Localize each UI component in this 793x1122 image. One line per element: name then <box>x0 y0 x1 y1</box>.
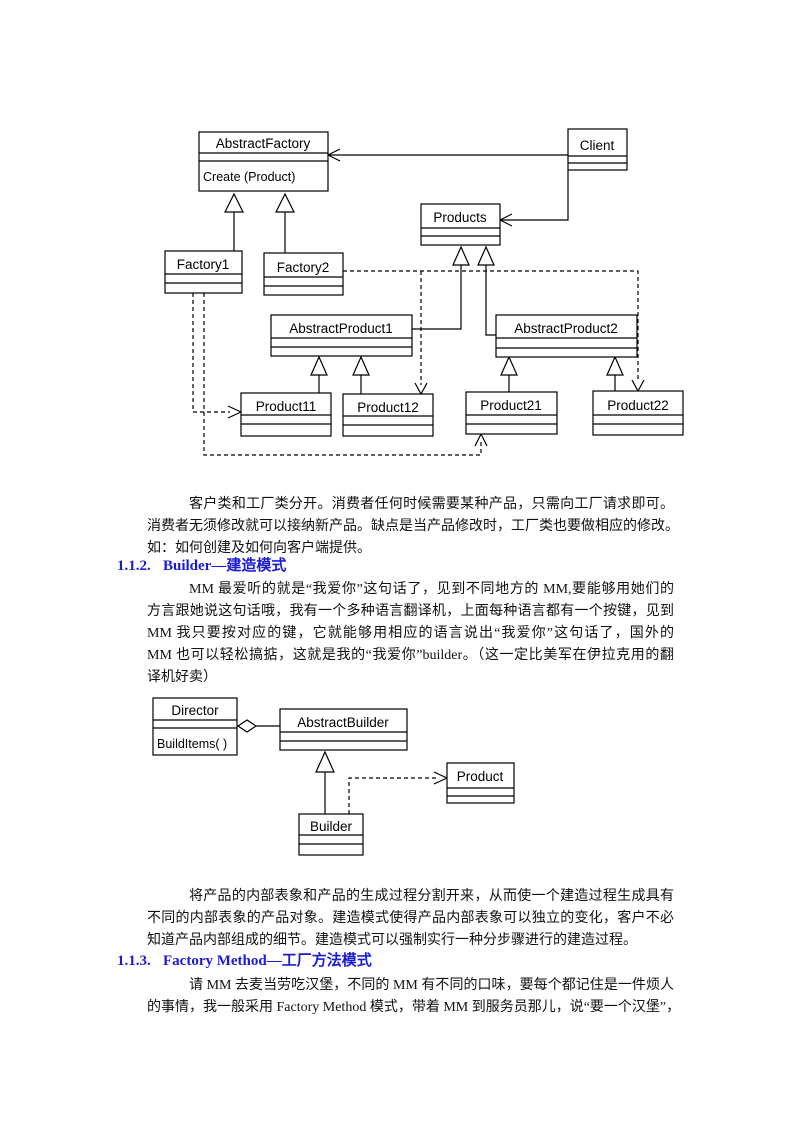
uml-diagram-abstract-factory: AbstractFactory Create (Product) Client … <box>164 128 684 456</box>
text-line: 的事情，我一般采用 Factory Method 模式，带着 MM 到服务员那儿… <box>147 1000 681 1015</box>
class-name-label: Products <box>433 210 487 225</box>
class-name-label: AbstractFactory <box>216 136 311 151</box>
heading-factory-method-pattern: 1.1.3. Factory Method—工厂方法模式 <box>117 950 372 972</box>
class-box-product11: Product11 <box>240 392 332 437</box>
class-method-label: Create (Product) <box>203 170 295 184</box>
class-name-label: Product12 <box>357 400 419 415</box>
paragraph-builder-summary: 将产品的内部表象和产品的生成过程分割开来，从而使一个建造过程生成具有 不同的内部… <box>147 886 674 952</box>
class-box-products: Products <box>420 203 501 246</box>
text-line: 方言跟她说这句话哦，我有一个多种语言翻译机，上面每种语言都有一个按键，见到 <box>147 604 674 619</box>
class-name-label: AbstractBuilder <box>297 715 389 730</box>
heading-number: 1.1.2. <box>117 558 151 574</box>
class-box-client: Client <box>567 128 628 171</box>
dependency-builder-product <box>348 771 448 814</box>
heading-builder-pattern: 1.1.2. Builder—建造模式 <box>117 555 286 577</box>
class-name-label: Product <box>457 769 504 784</box>
dependency-factory1-product21 <box>203 293 488 456</box>
class-box-builder: Builder <box>298 813 364 856</box>
paragraph-builder-story: MM 最爱听的就是“我爱你”这句话了，见到不同地方的 MM,要能够用她们的 方言… <box>147 579 674 689</box>
class-box-director: Director BuildItems( ) <box>152 697 238 756</box>
class-name-label: Product22 <box>607 398 669 413</box>
text-line: MM 最爱听的就是“我爱你”这句话了，见到不同地方的 MM,要能够用她们的 <box>189 582 674 597</box>
association-client-abstractfactory <box>327 148 568 162</box>
class-name-label: AbstractProduct2 <box>514 321 618 336</box>
class-name-label: Factory2 <box>277 260 330 275</box>
class-method-label: BuildItems( ) <box>157 737 227 751</box>
class-name-label: Director <box>171 703 219 718</box>
text-line: 消费者无须修改就可以接纳新产品。缺点是当产品修改时，工厂类也要做相应的修改。 <box>147 519 679 534</box>
generalization-builder-abstractbuilder <box>315 750 335 814</box>
uml-diagram-builder: Director BuildItems( ) AbstractBuilder P… <box>152 697 515 856</box>
generalization-product21-abstractproduct2 <box>500 355 518 392</box>
generalization-product11-abstractproduct1 <box>310 355 328 393</box>
association-client-products <box>499 170 569 227</box>
class-box-product12: Product12 <box>342 393 434 437</box>
text-line: MM 我只要按对应的键，它就能够用相应的语言说出“我爱你”这句话了，国外的 <box>147 626 674 641</box>
text-line: 译机好卖） <box>147 670 217 685</box>
class-box-product22: Product22 <box>592 390 684 436</box>
class-box-abstract-factory: AbstractFactory Create (Product) <box>198 131 329 192</box>
text-line: 不同的内部表象的产品对象。建造模式使得产品内部表象可以独立的变化，客户不必 <box>147 911 674 926</box>
class-name-label: Builder <box>310 819 353 834</box>
class-name-label: Product21 <box>480 398 542 413</box>
class-box-factory2: Factory2 <box>263 252 344 296</box>
class-box-product21: Product21 <box>465 391 558 435</box>
class-box-abstract-product2: AbstractProduct2 <box>495 314 638 358</box>
paragraph-factory-method-story: 请 MM 去麦当劳吃汉堡，不同的 MM 有不同的口味，要每个都记住是一件烦人 的… <box>147 975 681 1019</box>
class-box-product: Product <box>446 762 515 804</box>
generalization-abstractproduct1-products <box>412 245 470 330</box>
generalization-product22-abstractproduct2 <box>606 355 624 391</box>
dependency-factory2-product22 <box>343 270 645 392</box>
aggregation-director-abstractbuilder <box>236 719 280 733</box>
dependency-factory1-product11 <box>192 293 242 419</box>
text-line: 如：如何创建及如何向客户端提供。 <box>147 541 371 556</box>
class-box-factory1: Factory1 <box>164 250 243 294</box>
paragraph-abstract-factory-summary: 客户类和工厂类分开。消费者任何时候需要某种产品，只需向工厂请求即可。 消费者无须… <box>147 494 679 560</box>
class-name-label: Product11 <box>256 399 317 414</box>
generalization-abstractproduct2-products <box>477 245 496 336</box>
heading-number: 1.1.3. <box>117 953 151 969</box>
class-name-label: AbstractProduct1 <box>289 321 393 336</box>
heading-title: Builder—建造模式 <box>163 558 287 574</box>
generalization-factory2-abstractfactory <box>275 192 295 253</box>
generalization-factory1-abstractfactory <box>224 192 244 251</box>
class-name-label: Client <box>580 138 615 153</box>
text-line: 客户类和工厂类分开。消费者任何时候需要某种产品，只需向工厂请求即可。 <box>189 497 674 512</box>
heading-title: Factory Method—工厂方法模式 <box>163 953 372 969</box>
class-name-label: Factory1 <box>177 257 230 272</box>
dependency-factory2-product12 <box>414 271 428 395</box>
class-box-abstract-builder: AbstractBuilder <box>279 708 408 751</box>
class-box-abstract-product1: AbstractProduct1 <box>270 314 413 357</box>
text-line: 请 MM 去麦当劳吃汉堡，不同的 MM 有不同的口味，要每个都记住是一件烦人 <box>189 978 674 993</box>
generalization-product12-abstractproduct1 <box>352 355 370 394</box>
text-line: 将产品的内部表象和产品的生成过程分割开来，从而使一个建造过程生成具有 <box>189 889 674 904</box>
text-line: MM 也可以轻松搞掂，这就是我的“我爱你”builder。（这一定比美军在伊拉克… <box>147 648 674 663</box>
text-line: 知道产品内部组成的细节。建造模式可以强制实行一种分步骤进行的建造过程。 <box>147 933 637 948</box>
